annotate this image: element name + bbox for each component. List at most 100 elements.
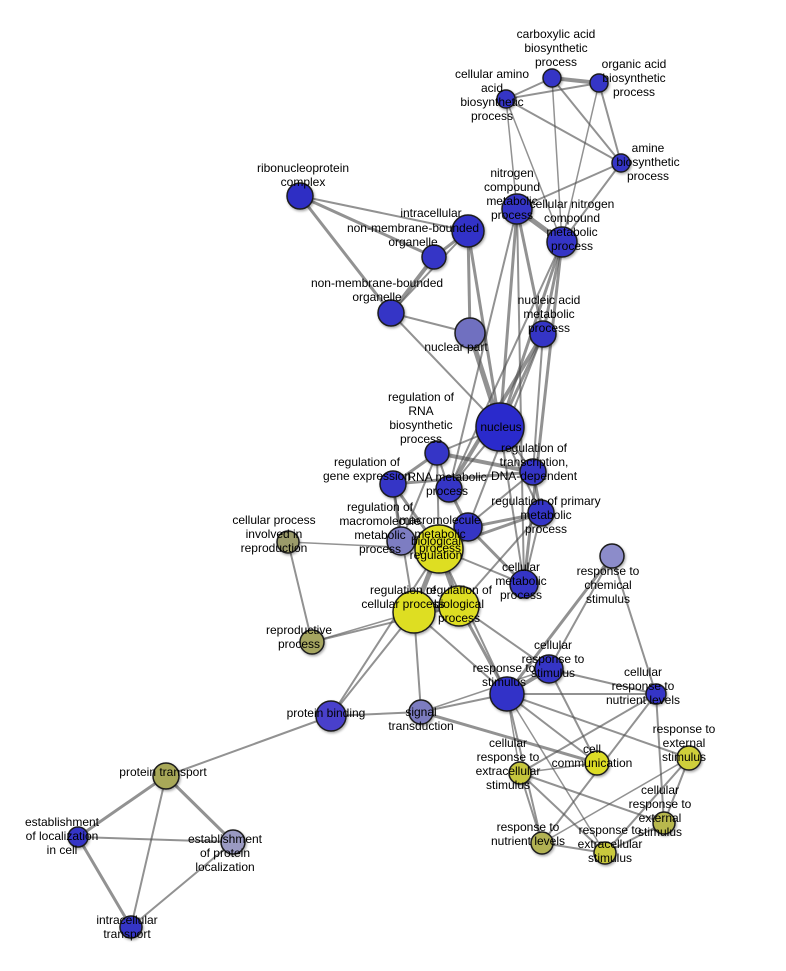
- node-label: response to: [629, 797, 692, 811]
- graph-edge: [551, 77, 563, 243]
- graph-node[interactable]: [676, 745, 702, 771]
- graph-node[interactable]: [377, 299, 405, 327]
- graph-edge: [519, 762, 598, 774]
- graph-node[interactable]: [119, 915, 143, 939]
- graph-edge: [548, 555, 613, 670]
- graph-edge: [505, 98, 563, 243]
- graph-edge: [548, 668, 598, 764]
- graph-edge: [519, 772, 606, 854]
- graph-node[interactable]: [152, 762, 180, 790]
- graph-node[interactable]: [220, 829, 246, 855]
- graph-edge: [532, 333, 544, 473]
- graph-edge: [390, 230, 469, 314]
- graph-node[interactable]: [475, 402, 525, 452]
- graph-edge: [551, 77, 622, 164]
- graph-node[interactable]: [67, 826, 89, 848]
- graph-edge: [330, 548, 440, 717]
- node-label: cellular: [624, 665, 662, 679]
- graph-node[interactable]: [453, 512, 483, 542]
- graph-edge: [435, 451, 535, 474]
- graph-edge: [548, 668, 657, 695]
- graph-edge: [505, 554, 614, 696]
- graph-node[interactable]: [315, 700, 347, 732]
- graph-edge: [298, 194, 393, 315]
- graph-node[interactable]: [509, 569, 539, 599]
- graph-edge: [419, 710, 599, 765]
- graph-edge: [541, 757, 690, 844]
- edges-layer: [76, 76, 690, 929]
- node-label: biosynthetic: [389, 418, 452, 432]
- graph-edge: [130, 775, 167, 928]
- graph-node[interactable]: [386, 526, 416, 556]
- node-label: compound: [484, 180, 540, 194]
- graph-edge: [655, 693, 665, 824]
- graph-node[interactable]: [593, 841, 617, 865]
- graph-node[interactable]: [501, 193, 533, 225]
- graph-edge: [611, 555, 657, 695]
- graph-node[interactable]: [599, 543, 625, 569]
- node-label: nutrient levels: [606, 693, 680, 707]
- graph-node[interactable]: [392, 590, 436, 634]
- graph-node[interactable]: [451, 214, 485, 248]
- graph-node[interactable]: [438, 585, 480, 627]
- graph-node[interactable]: [529, 320, 557, 348]
- graph-node[interactable]: [589, 73, 609, 93]
- node-label: organic acid: [602, 57, 667, 71]
- graph-node[interactable]: [489, 676, 525, 712]
- node-label: process: [535, 55, 577, 69]
- graph-node[interactable]: [408, 699, 434, 725]
- node-label: biosynthetic: [602, 71, 665, 85]
- graph-edge: [390, 312, 501, 428]
- graph-node[interactable]: [421, 244, 447, 270]
- node-label: nitrogen: [490, 166, 533, 180]
- graph-edge: [420, 668, 550, 713]
- graph-edge: [499, 426, 525, 585]
- graph-edge: [516, 208, 525, 585]
- node-label: cellular amino: [455, 67, 529, 81]
- graph-node[interactable]: [652, 811, 676, 835]
- graph-node[interactable]: [379, 470, 407, 498]
- graph-node[interactable]: [414, 524, 464, 574]
- graph-edge: [165, 715, 332, 777]
- graph-node[interactable]: [546, 226, 578, 258]
- graph-node[interactable]: [299, 629, 325, 655]
- graph-node[interactable]: [542, 68, 562, 88]
- graph-node[interactable]: [611, 153, 631, 173]
- graph-edge: [519, 772, 665, 824]
- graph-node[interactable]: [519, 458, 547, 486]
- graph-edge: [130, 841, 234, 928]
- graph-node[interactable]: [424, 440, 450, 466]
- node-label: amine: [632, 141, 665, 155]
- node-label: ribonucleoprotein: [257, 161, 349, 175]
- graph-edge: [604, 757, 690, 854]
- node-label: regulation of: [347, 500, 414, 514]
- graph-edge: [77, 836, 234, 843]
- graph-edge: [505, 98, 622, 164]
- graph-node[interactable]: [534, 654, 564, 684]
- graph-edge: [561, 82, 600, 243]
- graph-node[interactable]: [286, 182, 314, 210]
- node-label: regulation of: [334, 455, 401, 469]
- graph-edge: [506, 693, 690, 759]
- graph-node[interactable]: [584, 750, 610, 776]
- graph-edge: [438, 548, 508, 695]
- graph-edge: [506, 693, 598, 764]
- node-label: carboxylic acid: [517, 27, 596, 41]
- graph-node[interactable]: [530, 831, 554, 855]
- graph-edge: [498, 207, 519, 429]
- graph-edge: [466, 229, 472, 335]
- node-label: response to: [477, 750, 540, 764]
- graph-node[interactable]: [276, 530, 300, 554]
- graph-node[interactable]: [454, 317, 486, 349]
- graph-edge: [76, 835, 133, 929]
- graph-node[interactable]: [645, 683, 667, 705]
- graph-node[interactable]: [527, 499, 555, 527]
- graph-edge: [391, 470, 535, 486]
- graph-node[interactable]: [435, 475, 463, 503]
- nodes-layer: [67, 68, 702, 939]
- graph-node[interactable]: [508, 761, 532, 785]
- graph-edge: [519, 693, 657, 774]
- graph-node[interactable]: [496, 89, 516, 109]
- graph-edge: [311, 605, 460, 643]
